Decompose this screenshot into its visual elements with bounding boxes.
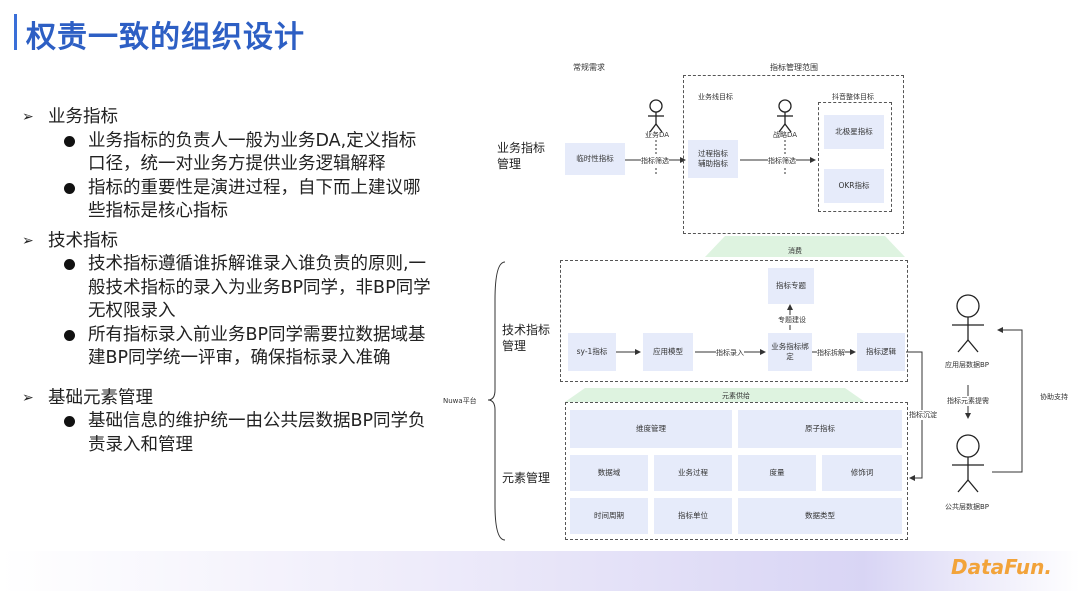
element-dimension: 维度管理 bbox=[570, 410, 732, 448]
section-heading: ➢基础元素管理 bbox=[22, 387, 432, 411]
dot-bullet-icon bbox=[64, 329, 75, 341]
dot-bullet-icon bbox=[64, 259, 75, 270]
bind-box: 业务指标绑定 bbox=[768, 333, 812, 371]
bullet-list: ➢业务指标 业务指标的负责人一般为业务DA,定义指标口径，统一对业务方提供业务逻… bbox=[22, 100, 432, 457]
arrow-bullet-icon: ➢ bbox=[22, 109, 34, 125]
platform-label: Nuwa平台 bbox=[443, 397, 477, 405]
filter-label-2: 指标筛选 bbox=[768, 156, 796, 166]
element-modifier: 修饰词 bbox=[822, 455, 902, 491]
biz-da-label: 业务DA bbox=[645, 131, 670, 139]
tech-metric-frame bbox=[560, 260, 908, 382]
sediment-label: 指标沉淀 bbox=[909, 410, 937, 420]
assist-label: 协助支持 bbox=[1040, 393, 1068, 401]
page-title: 权责一致的组织设计 bbox=[26, 20, 305, 55]
element-measure: 度量 bbox=[738, 455, 816, 491]
northstar-box: 北极星指标 bbox=[824, 115, 884, 149]
footer-gradient bbox=[0, 551, 1080, 591]
section-heading: ➢业务指标 bbox=[22, 106, 432, 130]
topic-build-label: 专题建设 bbox=[778, 315, 806, 325]
element-domain: 数据域 bbox=[570, 455, 648, 491]
dot-bullet-icon bbox=[64, 416, 75, 427]
app-bp-label: 应用层数据BP bbox=[945, 361, 990, 369]
element-frame bbox=[565, 402, 908, 540]
dot-bullet-icon bbox=[64, 182, 75, 194]
strategy-da-label: 战略DA bbox=[773, 131, 798, 139]
section-heading: ➢技术指标 bbox=[22, 230, 432, 254]
row-biz-metric-label: 业务指标 管理 bbox=[497, 141, 546, 171]
element-period: 时间周期 bbox=[570, 498, 648, 534]
arrow-bullet-icon: ➢ bbox=[22, 389, 34, 406]
row-element-label: 元素管理 bbox=[502, 471, 551, 485]
app-model-box: 应用模型 bbox=[643, 333, 693, 371]
list-item: 指标的重要性是演进过程，自下而上建议哪些指标是核心指标 bbox=[22, 177, 432, 224]
arrow-bullet-icon: ➢ bbox=[22, 232, 34, 249]
filter-label-1: 指标筛选 bbox=[641, 156, 669, 166]
element-process: 业务过程 bbox=[654, 455, 732, 491]
datafun-logo: DataFun. bbox=[951, 555, 1052, 579]
element-unit: 指标单位 bbox=[654, 498, 732, 534]
consume-label: 消费 bbox=[788, 247, 802, 255]
routine-demand-label: 常规需求 bbox=[573, 63, 605, 72]
sy1-box: sy-1指标 bbox=[568, 333, 616, 371]
temp-metric-box: 临时性指标 bbox=[565, 143, 625, 175]
logic-box: 指标逻辑 bbox=[857, 333, 905, 371]
list-item: 业务指标的负责人一般为业务DA,定义指标口径，统一对业务方提供业务逻辑解释 bbox=[22, 130, 432, 177]
element-supply-label: 元素供给 bbox=[722, 392, 750, 400]
scope-label: 指标管理范围 bbox=[770, 63, 818, 72]
title-accent-bar bbox=[14, 14, 17, 50]
element-atomic: 原子指标 bbox=[738, 410, 902, 448]
element-request-label: 指标元素提需 bbox=[947, 396, 989, 406]
public-bp-label: 公共层数据BP bbox=[945, 503, 990, 511]
element-datatype: 数据类型 bbox=[738, 498, 902, 534]
okr-box: OKR指标 bbox=[824, 169, 884, 203]
entry-label: 指标录入 bbox=[716, 348, 744, 358]
douyin-goal-label: 抖音整体目标 bbox=[832, 93, 874, 101]
dot-bullet-icon bbox=[64, 135, 75, 147]
douyin-goal-frame bbox=[818, 102, 892, 212]
list-item: 所有指标录入前业务BP同学需要拉数据域基建BP同学统一评审，确保指标录入准确 bbox=[22, 324, 432, 371]
list-item: 技术指标遵循谁拆解谁录入谁负责的原则,一般技术指标的录入为业务BP同学，非BP同… bbox=[22, 253, 432, 324]
process-metric-box: 过程指标 辅助指标 bbox=[688, 140, 738, 178]
bizline-goal-label: 业务线目标 bbox=[698, 93, 733, 101]
split-label: 指标拆解 bbox=[817, 348, 845, 358]
topic-box: 指标专题 bbox=[768, 268, 814, 304]
row-tech-metric-label: 技术指标 管理 bbox=[502, 323, 551, 353]
list-item: 基础信息的维护统一由公共层数据BP同学负责录入和管理 bbox=[22, 410, 432, 457]
scope-frame bbox=[683, 75, 904, 234]
